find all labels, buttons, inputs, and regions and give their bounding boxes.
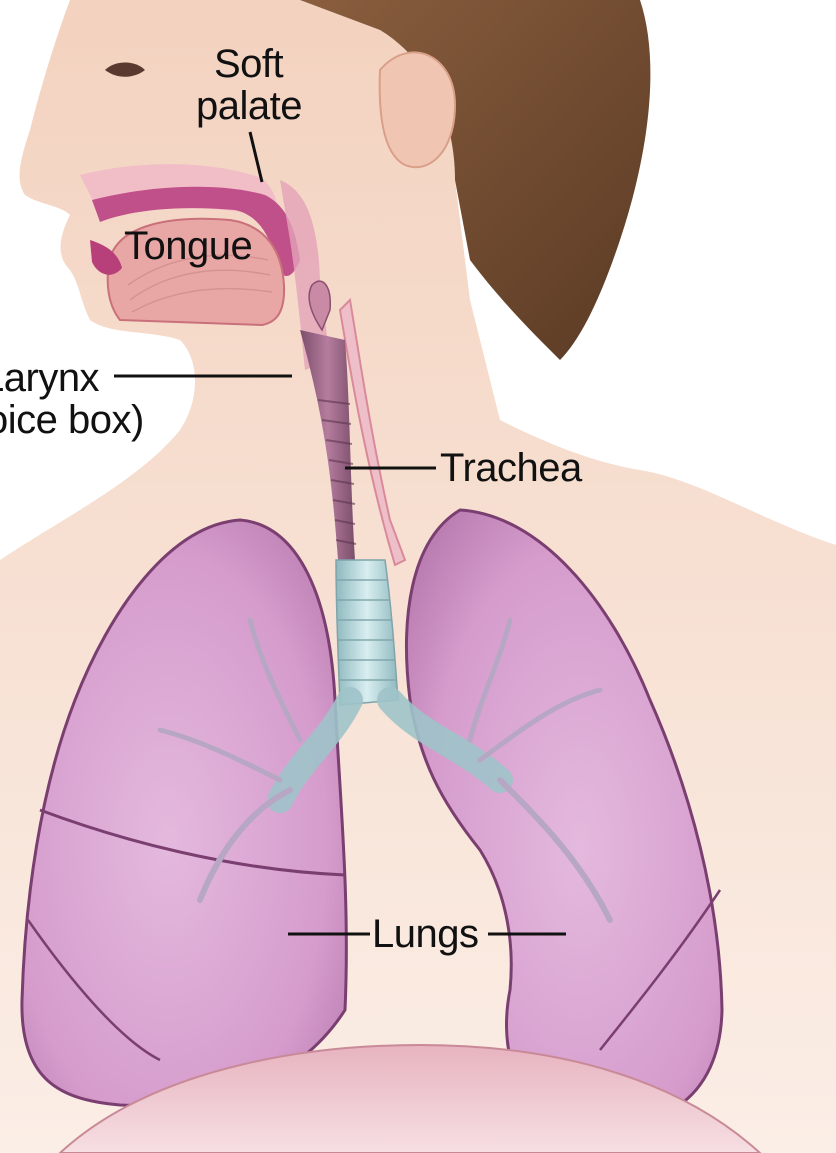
label-trachea: Trachea	[440, 446, 582, 490]
label-larynx-line1: Larynx	[0, 356, 99, 400]
label-soft-palate-line2: palate	[196, 84, 302, 128]
ear	[380, 52, 455, 167]
label-lungs: Lungs	[372, 912, 478, 956]
label-soft-palate-line1: Soft	[214, 42, 283, 86]
label-larynx-line2: oice box)	[0, 398, 144, 442]
label-tongue: Tongue	[124, 224, 252, 268]
